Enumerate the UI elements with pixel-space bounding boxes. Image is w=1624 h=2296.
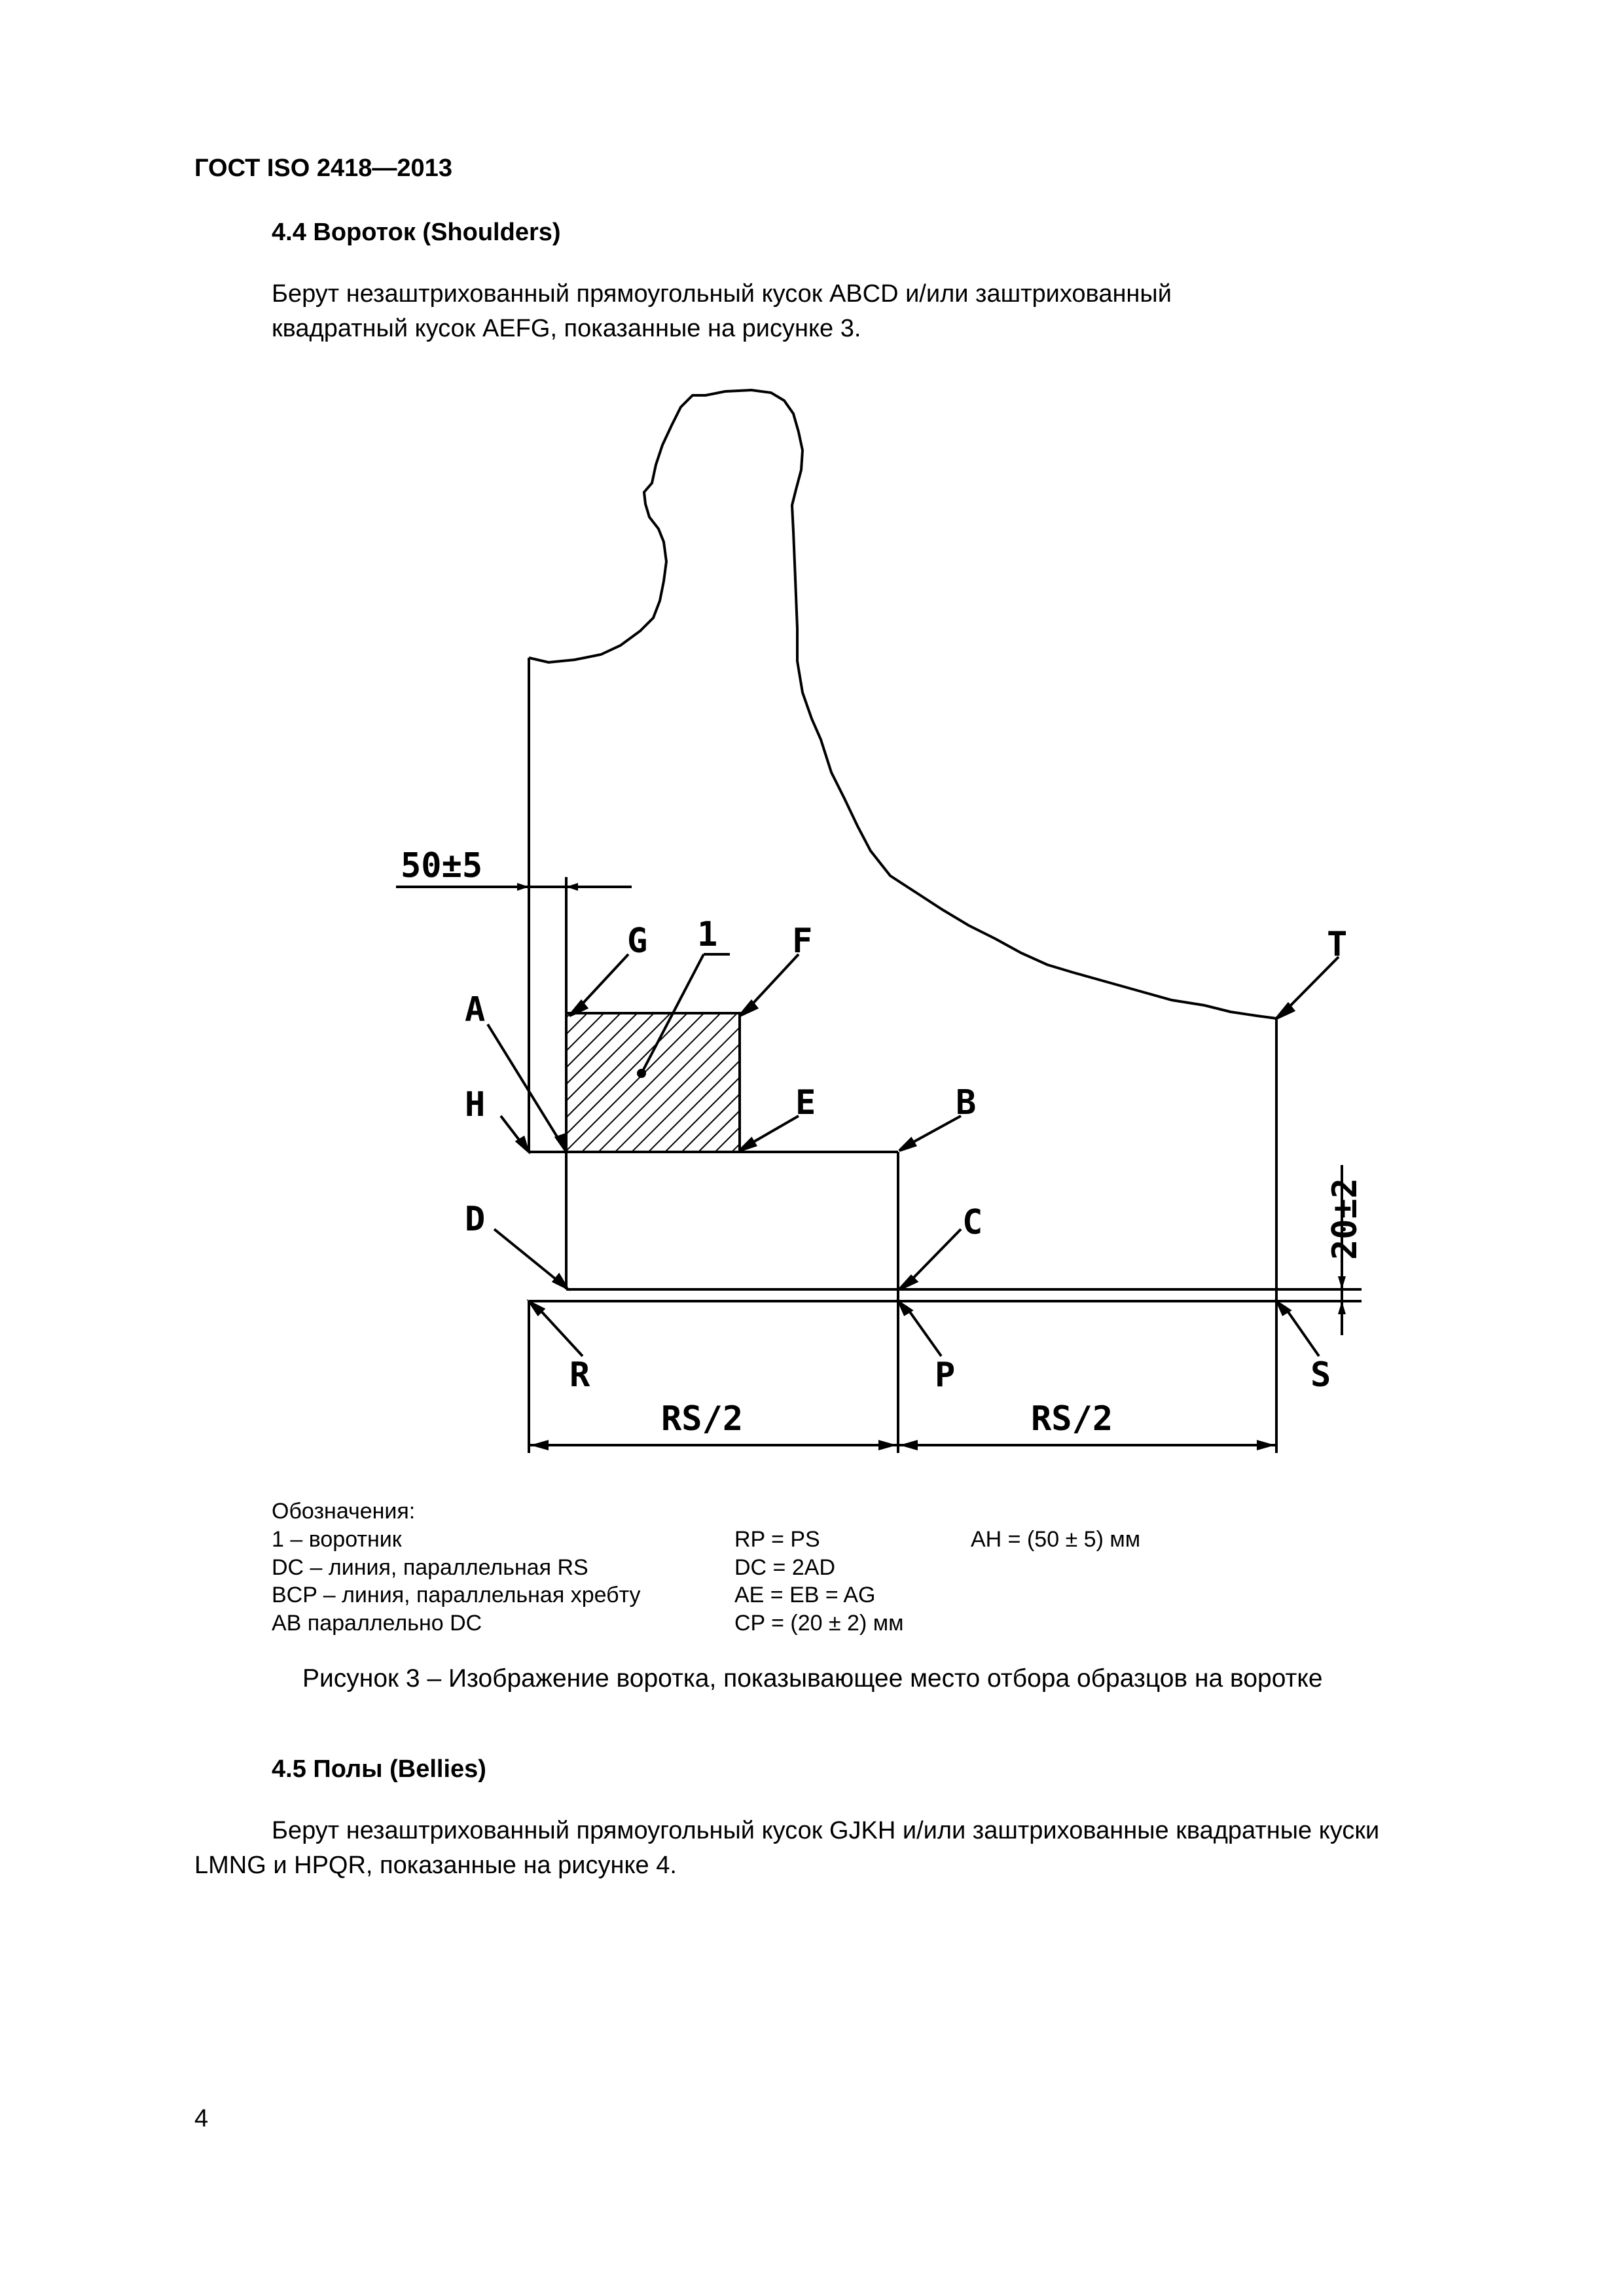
label-H: H <box>465 1085 485 1124</box>
label-R: R <box>569 1355 590 1395</box>
legend-item: AB параллельно DC <box>272 1611 482 1636</box>
label-E: E <box>795 1083 816 1122</box>
figure-3-shoulder-diagram: 50±5 20±2 G 1 F T A H E B D C R P S RS/2… <box>396 388 1365 1453</box>
label-G: G <box>627 922 647 961</box>
section-4-5-text-line-2: LMNG и HPQR, показанные на рисунке 4. <box>194 1852 677 1879</box>
legend-item: 1 – воротник <box>272 1527 402 1552</box>
page-number: 4 <box>194 2105 209 2132</box>
legend-item: BCP – линия, параллельная хребту <box>272 1583 641 1607</box>
label-T: T <box>1327 925 1347 964</box>
label-S: S <box>1310 1355 1331 1395</box>
label-rs-half-left: RS/2 <box>661 1399 743 1439</box>
legend-title: Обозначения: <box>272 1499 416 1524</box>
shoulder-outline <box>528 388 1277 1020</box>
document-code: ГОСТ ISO 2418—2013 <box>194 154 452 182</box>
figure-caption: Рисунок 3 – Изображение воротка, показыв… <box>302 1664 1323 1693</box>
section-heading-4-5: 4.5 Полы (Bellies) <box>272 1755 486 1783</box>
dim-50-label: 50±5 <box>401 846 482 886</box>
label-rs-half-right: RS/2 <box>1031 1399 1113 1439</box>
legend-item: AH = (50 ± 5) мм <box>971 1527 1141 1552</box>
hatched-square-aefg <box>565 1012 741 1153</box>
legend-item: AE = EB = AG <box>734 1583 876 1607</box>
label-B: B <box>956 1083 976 1122</box>
legend-item: DC = 2AD <box>734 1555 835 1580</box>
legend-item: CP = (20 ± 2) мм <box>734 1611 904 1636</box>
label-1: 1 <box>697 915 717 954</box>
label-C: C <box>962 1203 983 1242</box>
label-P: P <box>935 1355 955 1395</box>
dim-20-label: 20±2 <box>1326 1178 1365 1260</box>
label-F: F <box>792 922 812 961</box>
legend-item: RP = PS <box>734 1527 820 1552</box>
label-D: D <box>465 1200 485 1239</box>
section-4-5-text-line-1: Берут незаштрихованный прямоугольный кус… <box>272 1817 1380 1844</box>
section-4-4-text-line-1: Берут незаштрихованный прямоугольный кус… <box>272 280 1172 308</box>
label-A: A <box>465 990 485 1030</box>
section-4-4-text-line-2: квадратный кусок AEFG, показанные на рис… <box>272 315 861 342</box>
section-heading-4-4: 4.4 Вороток (Shoulders) <box>272 219 561 246</box>
legend-item: DC – линия, параллельная RS <box>272 1555 588 1580</box>
